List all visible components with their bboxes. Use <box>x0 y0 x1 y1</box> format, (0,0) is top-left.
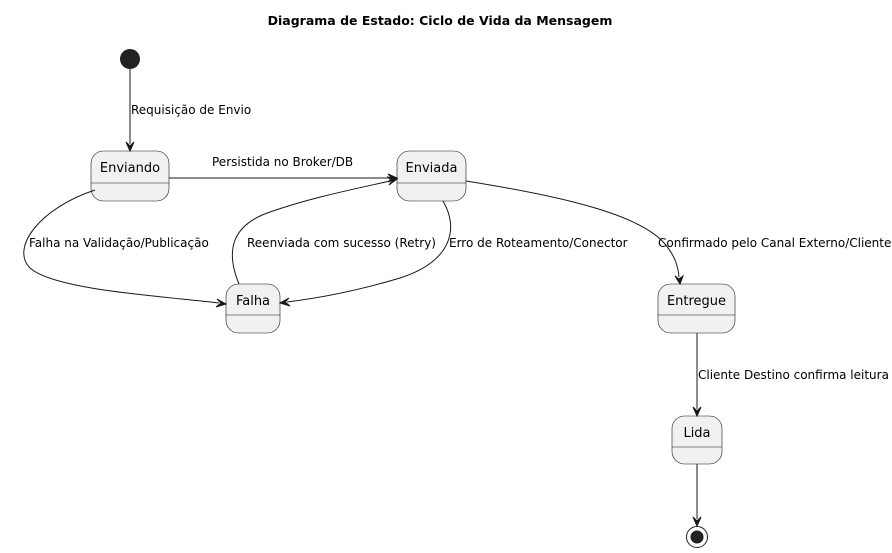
final-state-marker <box>686 526 708 548</box>
transition-lida-to-end <box>692 464 702 528</box>
diagram-title: Diagrama de Estado: Ciclo de Vida da Men… <box>268 13 613 28</box>
state-falha: Falha <box>225 283 281 334</box>
transition-enviando-to-enviada <box>169 173 399 183</box>
transition-enviada-to-entregue <box>465 180 685 286</box>
transition-start-to-enviando <box>125 69 135 153</box>
transition-label-enviada-to-entregue: Confirmado pelo Canal Externo/Cliente <box>658 236 891 250</box>
state-enviando-label: Enviando <box>100 161 160 176</box>
state-enviando: Enviando <box>90 150 170 202</box>
initial-state-marker <box>120 49 140 69</box>
transition-label-enviando-to-falha: Falha na Validação/Publicação <box>29 236 209 250</box>
transition-falha-to-enviada <box>231 176 399 285</box>
transition-enviada-to-falha <box>278 200 452 307</box>
transition-enviando-to-falha <box>23 189 228 308</box>
state-falha-label: Falha <box>236 294 270 309</box>
transition-label-entregue-to-lida: Cliente Destino confirma leitura <box>698 368 889 382</box>
state-entregue-label: Entregue <box>667 294 726 309</box>
transition-label-enviada-to-falha: Erro de Roteamento/Conector <box>449 236 628 250</box>
state-enviada-label: Enviada <box>406 161 458 176</box>
transition-label-falha-to-enviada: Reenviada com sucesso (Retry) <box>247 236 436 250</box>
transition-entregue-to-lida <box>692 333 702 418</box>
state-enviada: Enviada <box>396 150 467 202</box>
transition-label-enviando-to-enviada: Persistida no Broker/DB <box>212 155 353 169</box>
state-entregue: Entregue <box>657 283 736 334</box>
state-lida-label: Lida <box>683 426 710 441</box>
transition-label-start-to-enviando: Requisição de Envio <box>131 103 251 117</box>
state-lida: Lida <box>671 415 723 465</box>
